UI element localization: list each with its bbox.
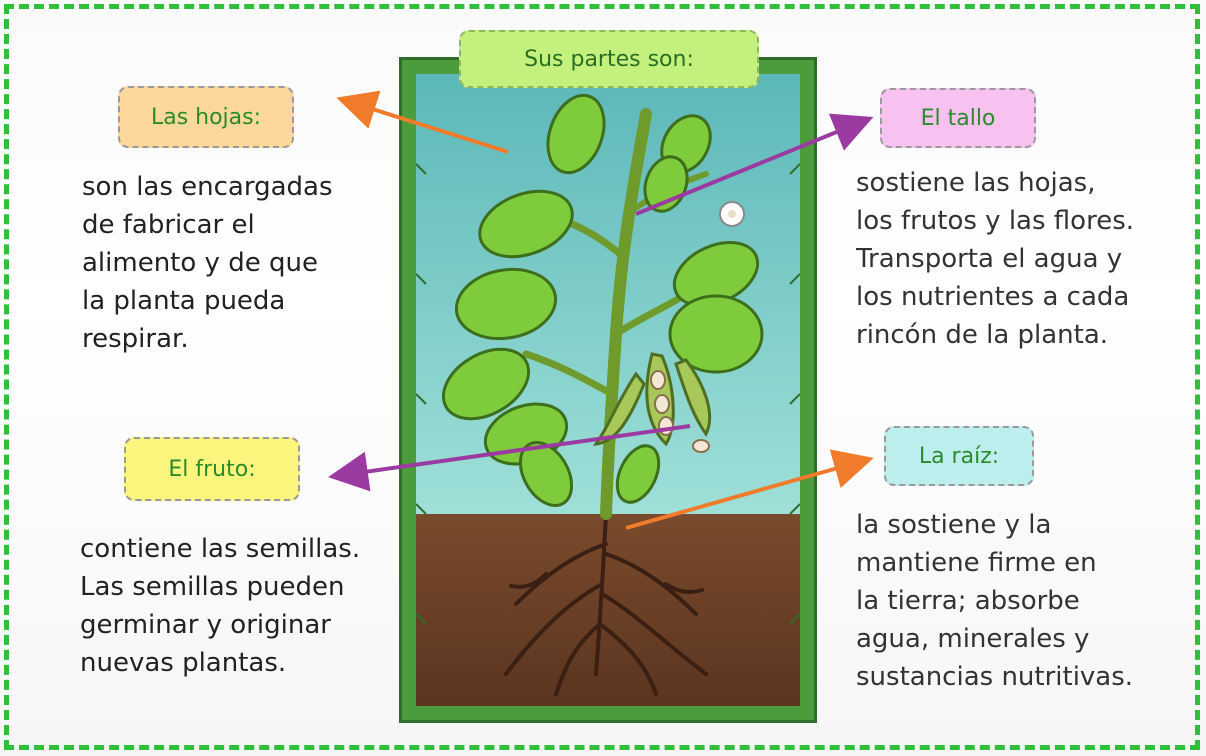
seeds <box>650 370 710 453</box>
fruto-label: El fruto: <box>168 456 256 482</box>
raiz-description: la sostiene y la mantiene firme en la ti… <box>856 510 1134 692</box>
fruto-arrow <box>328 424 691 492</box>
tallo-label: El tallo <box>920 105 996 131</box>
flower <box>719 201 745 227</box>
hojas-label-box: Las hojas: <box>118 86 294 148</box>
plant-illustration <box>416 74 800 706</box>
tallo-description: sostiene las hojas, los frutos y las flo… <box>856 168 1135 350</box>
tallo-arrow <box>635 113 874 216</box>
parts-title: Sus partes son: <box>459 30 759 88</box>
parts-title-text: Sus partes son: <box>524 46 694 72</box>
leaves <box>441 93 764 507</box>
raiz-label-box: La raíz: <box>884 426 1034 486</box>
hojas-description: son las encargadas de fabricar el alimen… <box>82 172 333 354</box>
plant-illustration-frame <box>399 57 817 723</box>
fruto-description: contiene las semillas. Las semillas pued… <box>80 534 361 678</box>
roots <box>504 512 708 696</box>
hojas-label: Las hojas: <box>150 104 262 130</box>
raiz-label: La raíz: <box>918 443 1000 469</box>
tallo-label-box: El tallo <box>880 88 1036 148</box>
frame-ties <box>416 163 800 625</box>
soil <box>416 514 800 706</box>
raiz-arrow <box>625 449 874 530</box>
fruto-label-box: El fruto: <box>124 437 300 501</box>
hojas-arrow <box>336 90 509 154</box>
